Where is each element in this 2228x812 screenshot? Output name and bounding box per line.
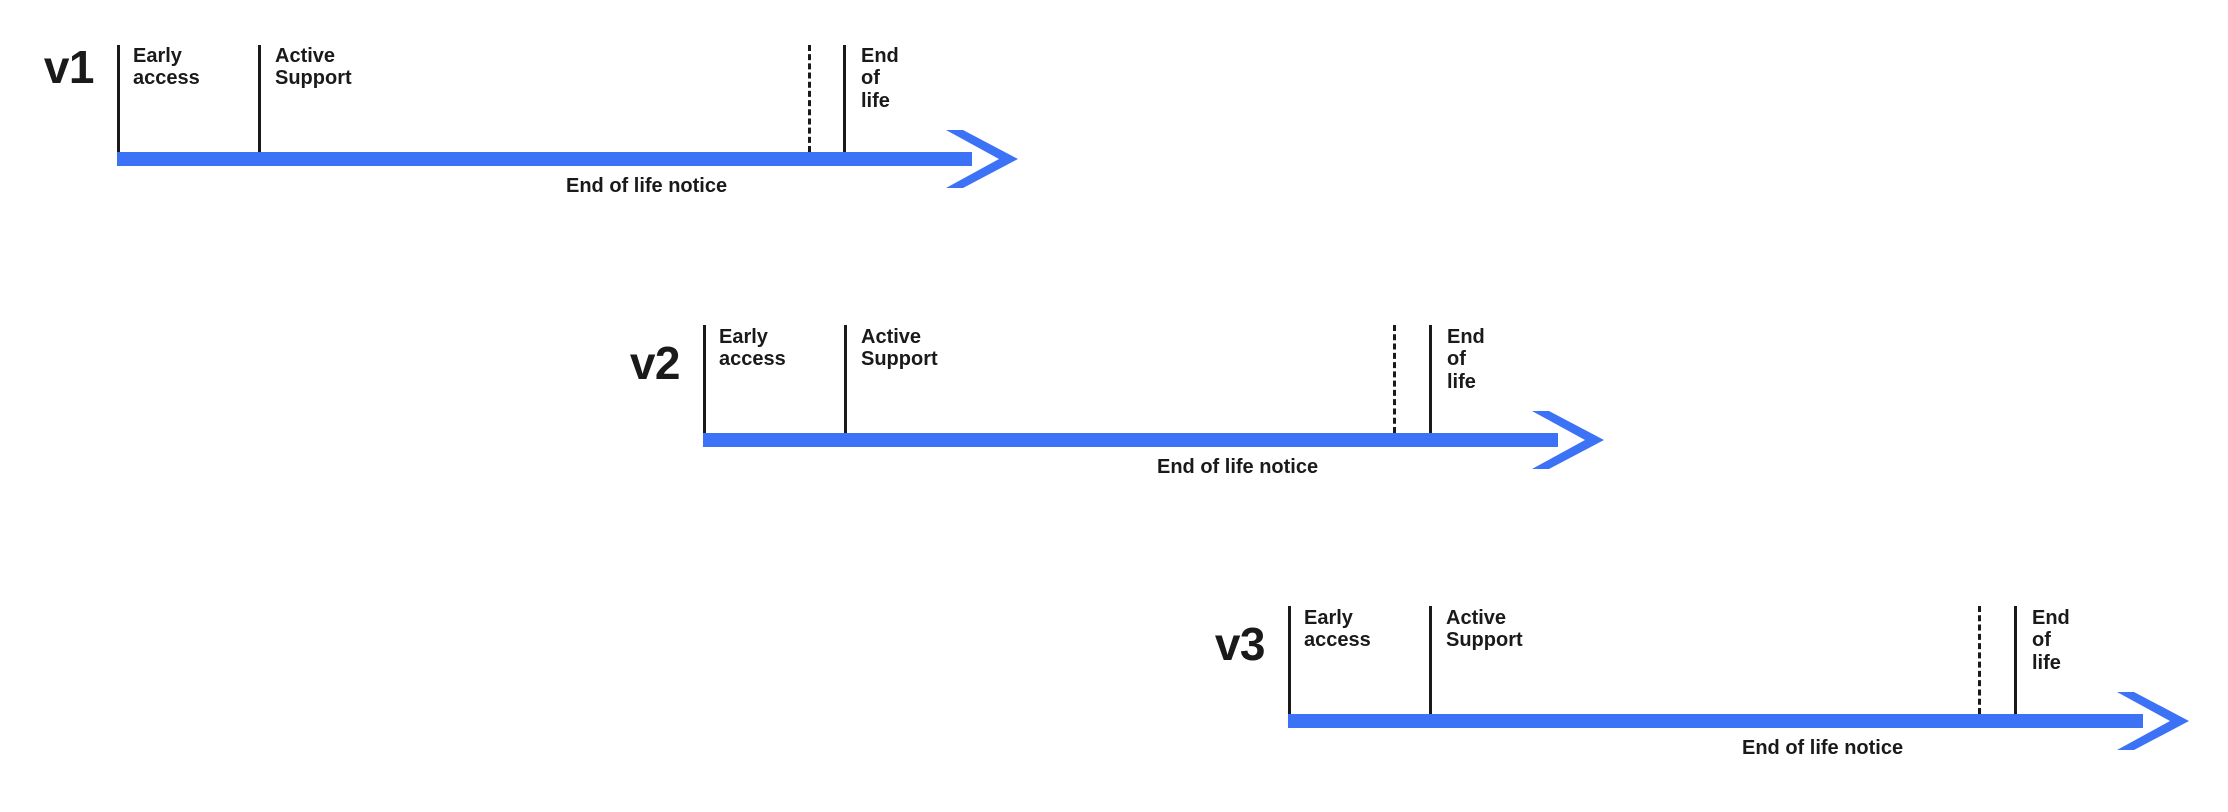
phase-label-1: Active Support [861,326,938,371]
phase-divider-0 [1288,606,1291,714]
end-of-life-notice-label: End of life notice [566,175,728,197]
timeline-arrow-v2 [703,409,1608,471]
phase-label-2: End of life [2032,607,2070,674]
timeline-arrow-v3 [1288,690,2193,752]
phase-divider-0 [117,45,120,152]
end-of-life-notice-label: End of life notice [1157,456,1319,478]
phase-divider-1 [1429,606,1432,714]
end-of-life-notice-marker [808,45,811,152]
phase-divider-0 [703,325,706,433]
version-label-v1: v1 [43,41,95,93]
phase-divider-3 [843,45,846,152]
phase-divider-3 [2014,606,2017,714]
version-label-v3: v3 [1214,618,1266,670]
end-of-life-notice-marker [1978,606,1981,714]
end-of-life-notice-label: End of life notice [1742,737,1904,759]
phase-label-1: Active Support [275,45,352,90]
right-arrow-icon [1532,411,1604,469]
phase-divider-1 [258,45,261,152]
phase-label-0: Early access [133,45,200,90]
version-label-v2: v2 [629,337,681,389]
timeline-arrow-v1 [117,128,1022,190]
phase-divider-1 [844,325,847,433]
phase-label-2: End of life [861,45,899,112]
end-of-life-notice-marker [1393,325,1396,433]
phase-label-1: Active Support [1446,607,1523,652]
phase-label-0: Early access [1304,607,1371,652]
phase-label-0: Early access [719,326,786,371]
right-arrow-icon [946,130,1018,188]
phase-label-2: End of life [1447,326,1485,393]
phase-divider-3 [1429,325,1432,433]
right-arrow-icon [2117,692,2189,750]
